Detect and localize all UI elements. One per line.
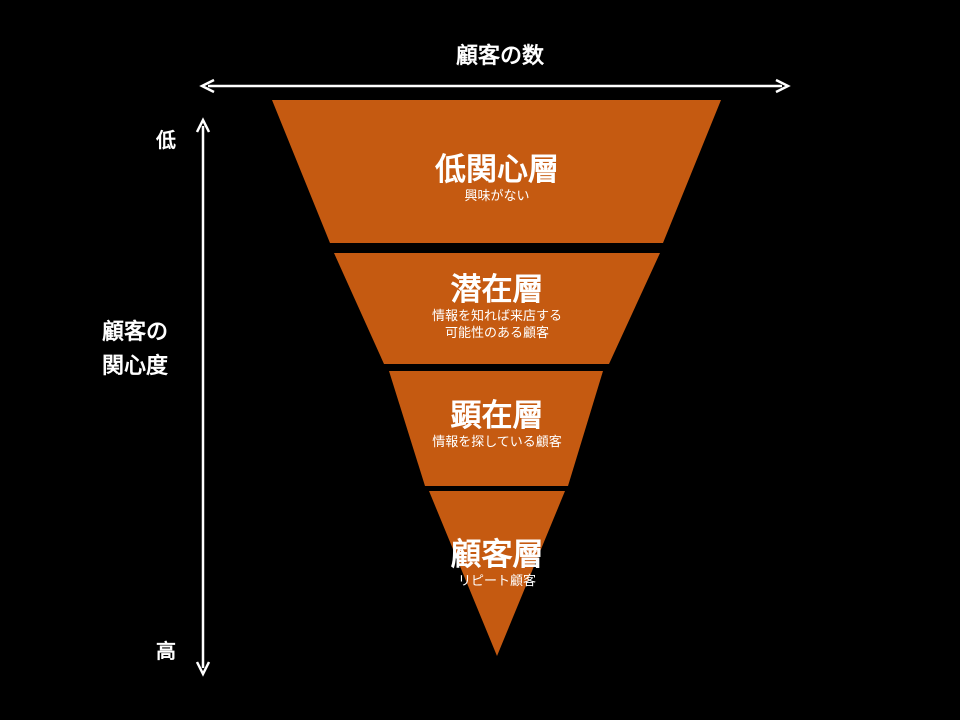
- interest-level-label-line2: 関心度: [101, 354, 168, 379]
- funnel-layer-customer: [429, 491, 565, 656]
- vertical-double-arrow: [195, 117, 211, 677]
- funnel-layer-potential: [334, 253, 660, 364]
- interest-level-label: 顧客の 関心度: [80, 316, 190, 384]
- interest-level-label-line1: 顧客の: [101, 320, 168, 345]
- layer-title: 低関心層: [435, 152, 559, 188]
- layer-potential: 潜在層 情報を知れば来店する 可能性のある顧客: [297, 272, 697, 342]
- horizontal-double-arrow: [199, 78, 791, 94]
- layer-description: 情報を知れば来店する 可能性のある顧客: [431, 309, 562, 341]
- layer-description: 情報を探している顧客: [432, 435, 562, 450]
- layer-description: 興味がない: [464, 189, 530, 204]
- high-label: 高: [156, 639, 176, 663]
- funnel-divider: [384, 364, 602, 371]
- low-label: 低: [156, 128, 176, 152]
- layer-title: 顧客層: [450, 537, 544, 573]
- funnel-layer-low-interest: [272, 100, 721, 243]
- layer-low-interest: 低関心層 興味がない: [297, 152, 697, 205]
- layer-description: リピート顧客: [457, 574, 536, 589]
- layer-manifest: 顕在層 情報を探している顧客: [297, 398, 697, 451]
- customer-count-label: 顧客の数: [455, 44, 544, 69]
- layer-title: 潜在層: [450, 272, 544, 308]
- funnel-layer-manifest: [389, 371, 603, 486]
- layer-title: 顕在層: [450, 398, 544, 434]
- layer-customer: 顧客層 リピート顧客: [297, 537, 697, 590]
